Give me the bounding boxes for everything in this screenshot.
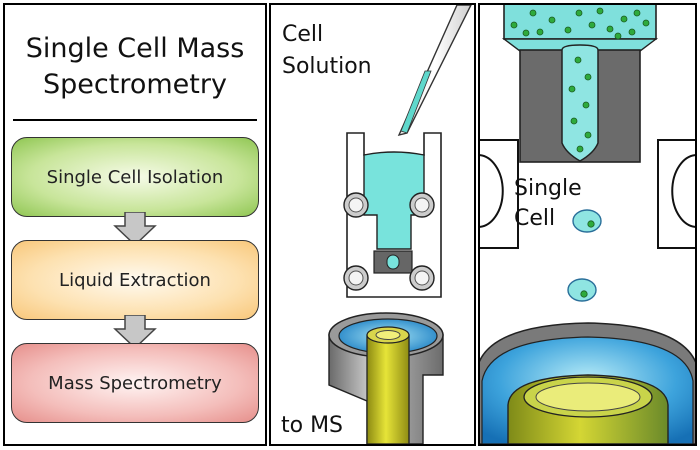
collection-dish xyxy=(480,322,695,444)
single-cell-label: Single Cell xyxy=(514,176,589,231)
screw-icon xyxy=(409,192,435,218)
screw-icon xyxy=(343,265,369,291)
step-label: Mass Spectrometry xyxy=(48,372,222,394)
down-arrow-icon xyxy=(113,315,157,349)
cell-solution-line-1: Cell xyxy=(282,22,323,47)
left-holder xyxy=(480,139,519,249)
pipette-icon xyxy=(397,5,472,137)
cell-solution-line-2: Solution xyxy=(282,54,372,79)
step-single-cell-isolation: Single Cell Isolation xyxy=(11,137,259,217)
step-label: Single Cell Isolation xyxy=(46,166,224,188)
liquid-extraction-panel: Cell Solution to MS xyxy=(269,3,476,446)
emitter-assembly xyxy=(328,312,444,444)
workflow-panel: Single Cell Mass Spectrometry Single Cel… xyxy=(3,3,267,446)
single-cell-line-2: Cell xyxy=(514,206,555,231)
cell-solution-label: Cell Solution xyxy=(282,22,372,79)
step-mass-spectrometry: Mass Spectrometry xyxy=(11,343,259,423)
step-label: Liquid Extraction xyxy=(59,269,211,291)
chip-illustration: Cell Solution to MS xyxy=(281,5,472,444)
screw-icon xyxy=(343,192,369,218)
droplet-with-cell xyxy=(567,278,597,302)
to-ms-label: to MS xyxy=(281,413,343,438)
diagram-title: Single Cell Mass Spectrometry xyxy=(5,31,265,103)
title-divider xyxy=(13,119,257,121)
single-cell-line-1: Single xyxy=(514,176,582,201)
droplet-with-cell xyxy=(572,209,602,233)
right-holder xyxy=(657,139,695,249)
screw-icon xyxy=(409,265,435,291)
droplet-illustration: Single Cell xyxy=(480,5,695,444)
down-arrow-icon xyxy=(113,212,157,246)
title-line-2: Spectrometry xyxy=(43,69,227,100)
step-liquid-extraction: Liquid Extraction xyxy=(11,240,259,320)
extraction-chip xyxy=(343,132,442,298)
single-cell-panel: Single Cell xyxy=(478,3,697,446)
cell-dots xyxy=(510,7,650,153)
title-line-1: Single Cell Mass xyxy=(25,33,245,64)
